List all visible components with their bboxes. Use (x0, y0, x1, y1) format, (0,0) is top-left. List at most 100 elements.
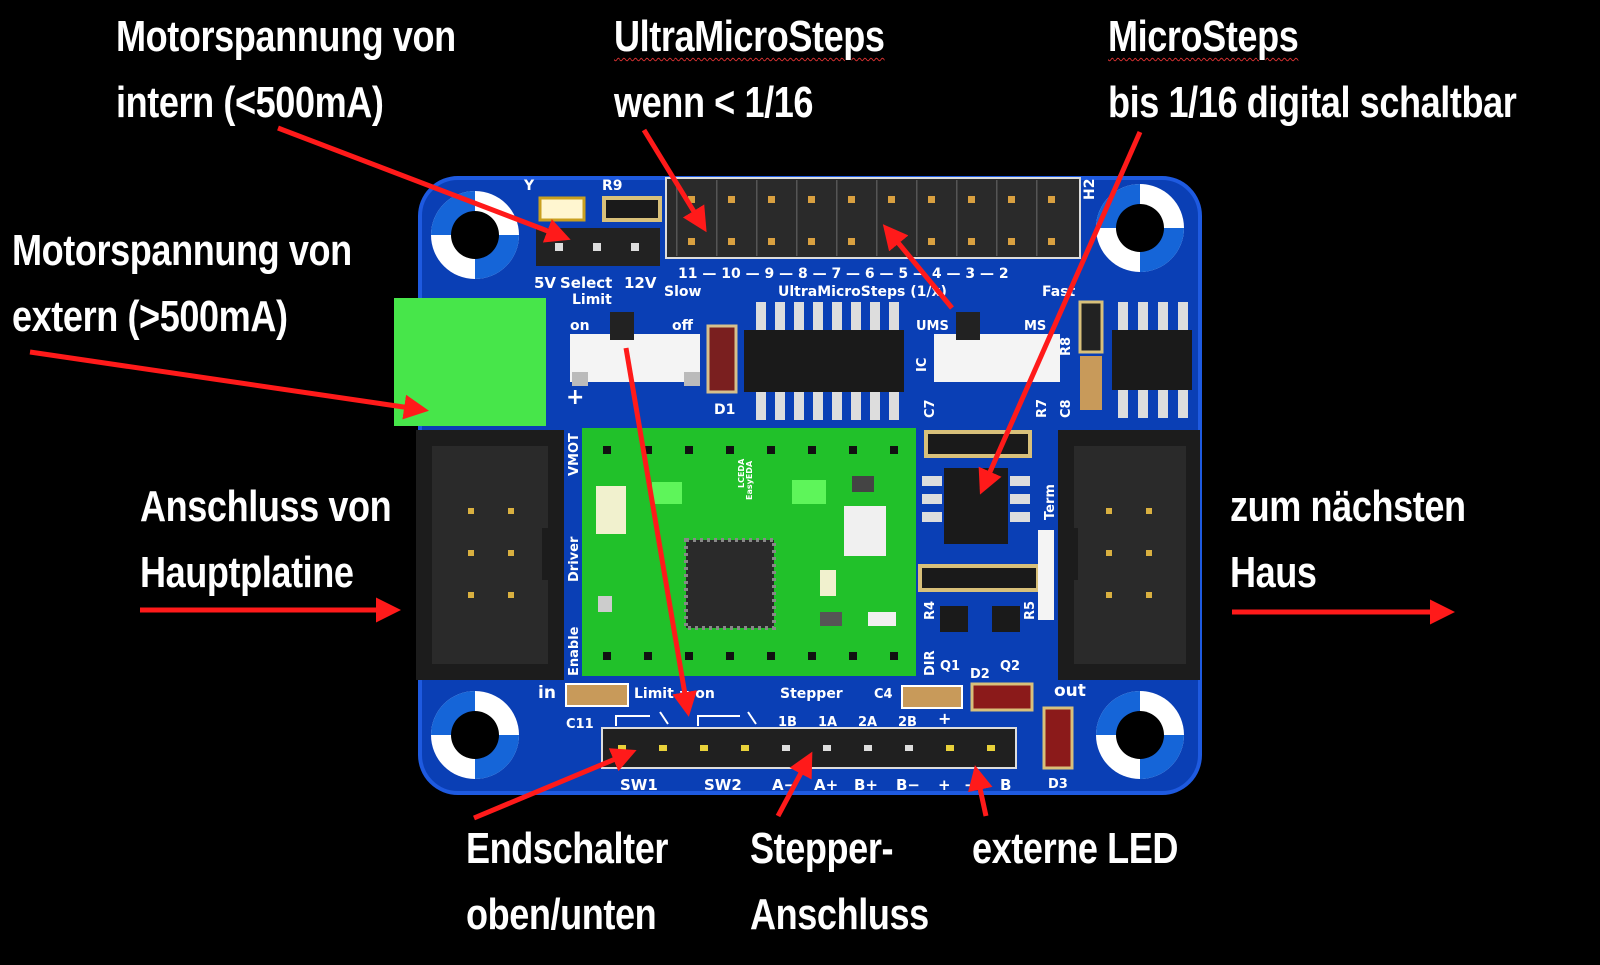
driver-pin (644, 652, 652, 660)
ic-pin (832, 392, 842, 420)
header-pin (768, 238, 775, 245)
microstep-pin-header[interactable] (665, 177, 1081, 259)
bottom-pin-header[interactable] (601, 727, 1017, 769)
svg-text:in: in (538, 683, 556, 703)
svg-text:R5: R5 (1023, 601, 1038, 620)
svg-text:C11: C11 (566, 717, 594, 732)
svg-text:1B: 1B (778, 715, 797, 730)
ic-chip-right (1112, 302, 1192, 418)
svg-text:H2: H2 (1082, 179, 1098, 200)
diode-d3 (1042, 706, 1074, 770)
input-box-header[interactable] (416, 430, 564, 680)
header-pin (688, 196, 695, 203)
header-pin (928, 196, 935, 203)
limit-slide-switch[interactable] (570, 312, 700, 386)
svg-text:EasyEDA: EasyEDA (745, 460, 754, 500)
svg-text:+: + (938, 776, 951, 794)
svg-text:out: out (1054, 681, 1086, 701)
header-pin (1008, 196, 1015, 203)
ic-pin (775, 392, 785, 420)
svg-text:MS: MS (1024, 319, 1046, 334)
box-header-pin (1106, 550, 1112, 556)
callout-microsteps: MicroSteps bis 1/16 digital schaltbar (1108, 12, 1517, 127)
callout-stepper-anschluss: Stepper- Anschluss (750, 824, 929, 939)
header-pin (728, 196, 735, 203)
callout-anschluss-hauptplatine: Anschluss von Hauptplatine (140, 482, 392, 597)
component-c8 (1080, 356, 1102, 410)
component-c7-r7 (924, 430, 1032, 458)
svg-text:12V: 12V (624, 274, 657, 292)
svg-text:R4: R4 (923, 601, 938, 620)
driver-pin (603, 446, 611, 454)
arrow-icon (29, 349, 429, 420)
svg-text:Driver: Driver (567, 536, 582, 582)
svg-text:R9: R9 (602, 178, 623, 194)
ic-pin (1158, 390, 1168, 418)
header-pin (928, 238, 935, 245)
header-pin (1008, 238, 1015, 245)
bottom-header-pin (946, 745, 954, 751)
header-divider (676, 180, 678, 256)
driver-pin (685, 446, 693, 454)
svg-text:D3: D3 (1048, 777, 1068, 792)
callout-motor-extern: Motorspannung von extern (>500mA) (12, 226, 352, 341)
header-pin (848, 238, 855, 245)
svg-text:SW2: SW2 (704, 776, 742, 794)
output-box-header[interactable] (1058, 430, 1200, 680)
svg-text:Select: Select (560, 274, 612, 292)
svg-text:B: B (1000, 776, 1011, 794)
ic-pin (756, 392, 766, 420)
header-pin (728, 238, 735, 245)
driver-pin (603, 652, 611, 660)
mounting-hole-icon (1096, 184, 1184, 272)
svg-text:DIR: DIR (923, 650, 938, 676)
callout-endschalter: Endschalter oben/unten (466, 824, 669, 939)
svg-text:C8: C8 (1059, 399, 1074, 418)
svg-text:B−: B− (896, 776, 920, 794)
driver-pin (726, 446, 734, 454)
header-divider (956, 180, 958, 256)
svg-text:Enable: Enable (567, 626, 582, 676)
driver-pin (849, 652, 857, 660)
diode-d2 (970, 682, 1034, 712)
resistor-r9 (602, 196, 662, 222)
header-divider (796, 180, 798, 256)
header-divider (996, 180, 998, 256)
svg-text:UMS: UMS (916, 319, 949, 334)
arrow-icon (968, 765, 993, 817)
termination-switch[interactable] (1038, 530, 1054, 620)
mounting-hole-icon (431, 691, 519, 779)
bottom-header-pin (905, 745, 913, 751)
ic-pin (813, 302, 823, 330)
driver-pin (808, 446, 816, 454)
svg-text:C4: C4 (874, 687, 893, 702)
box-header-pin (1106, 508, 1112, 514)
svg-text:+: + (938, 709, 951, 728)
svg-text:11 — 10 — 9 — 8 — 7 — 6 — 5 —: 11 — 10 — 9 — 8 — 7 — 6 — 5 — 4 — 3 — 2 (678, 266, 1009, 282)
mounting-hole-icon (1096, 691, 1184, 779)
bottom-header-pin (618, 745, 626, 751)
driver-pin (726, 652, 734, 660)
ums-ms-slide-switch[interactable] (934, 312, 1060, 382)
box-header-pin (1146, 550, 1152, 556)
svg-text:LCEDA: LCEDA (737, 458, 746, 488)
ic-pin (756, 302, 766, 330)
svg-text:R7: R7 (1035, 399, 1050, 418)
arrow-icon (978, 130, 1143, 495)
ic-pin (1138, 302, 1148, 330)
header-pin (808, 196, 815, 203)
ic-pin (870, 392, 880, 420)
svg-text:R8: R8 (1059, 337, 1074, 356)
box-header-pin (1106, 592, 1112, 598)
driver-pin (890, 652, 898, 660)
svg-text:Term: Term (1043, 484, 1058, 520)
header-pin (768, 196, 775, 203)
header-divider (756, 180, 758, 256)
stepper-driver-board: LCEDA EasyEDA (582, 428, 916, 676)
ic-pin (889, 302, 899, 330)
header-pin (1048, 196, 1055, 203)
svg-text:B+: B+ (854, 776, 878, 794)
svg-text:D2: D2 (970, 667, 990, 682)
svg-text:Y: Y (523, 178, 535, 194)
